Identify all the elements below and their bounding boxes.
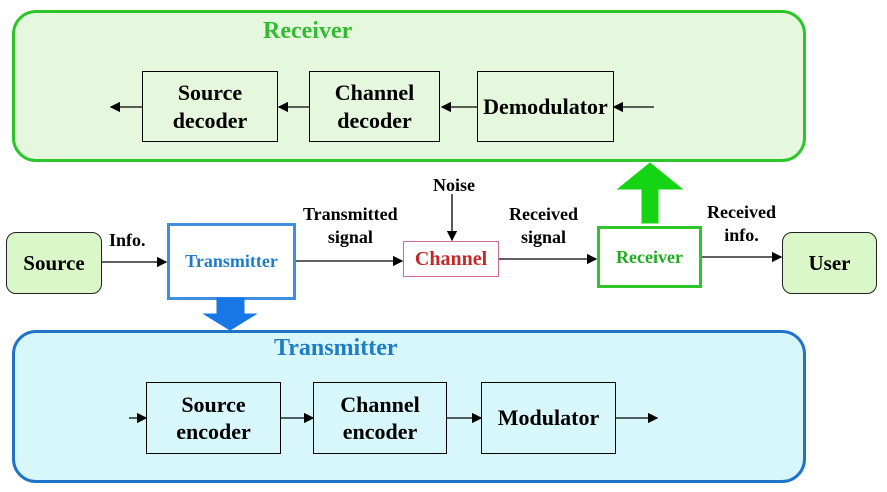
demodulator-block: Demodulator xyxy=(477,71,614,142)
transmitter-panel-title: Transmitter xyxy=(274,335,398,361)
channel-encoder-block: Channel encoder xyxy=(313,382,447,454)
source-decoder-block: Source decoder xyxy=(142,71,278,142)
transmitter-box: Transmitter xyxy=(167,223,296,300)
channel-box: Channel xyxy=(403,241,499,277)
received-info-label: Received info. xyxy=(707,202,776,245)
transmitted-signal-label: Transmitted signal xyxy=(303,204,398,247)
channel-decoder-block: Channel decoder xyxy=(309,71,440,142)
noise-label: Noise xyxy=(433,175,475,195)
source-encoder-block: Source encoder xyxy=(146,382,281,454)
modulator-block: Modulator xyxy=(481,382,616,454)
received-signal-label: Received signal xyxy=(509,204,578,247)
receiver-panel xyxy=(12,10,806,162)
receiver-panel-title: Receiver xyxy=(263,18,353,44)
transmitter-expand-arrow xyxy=(202,297,258,331)
user-node: User xyxy=(782,232,877,294)
source-node: Source xyxy=(6,232,102,294)
receiver-expand-arrow xyxy=(616,162,684,224)
receiver-box: Receiver xyxy=(597,226,702,288)
transmitter-panel xyxy=(12,330,806,483)
info-label: Info. xyxy=(109,230,146,250)
